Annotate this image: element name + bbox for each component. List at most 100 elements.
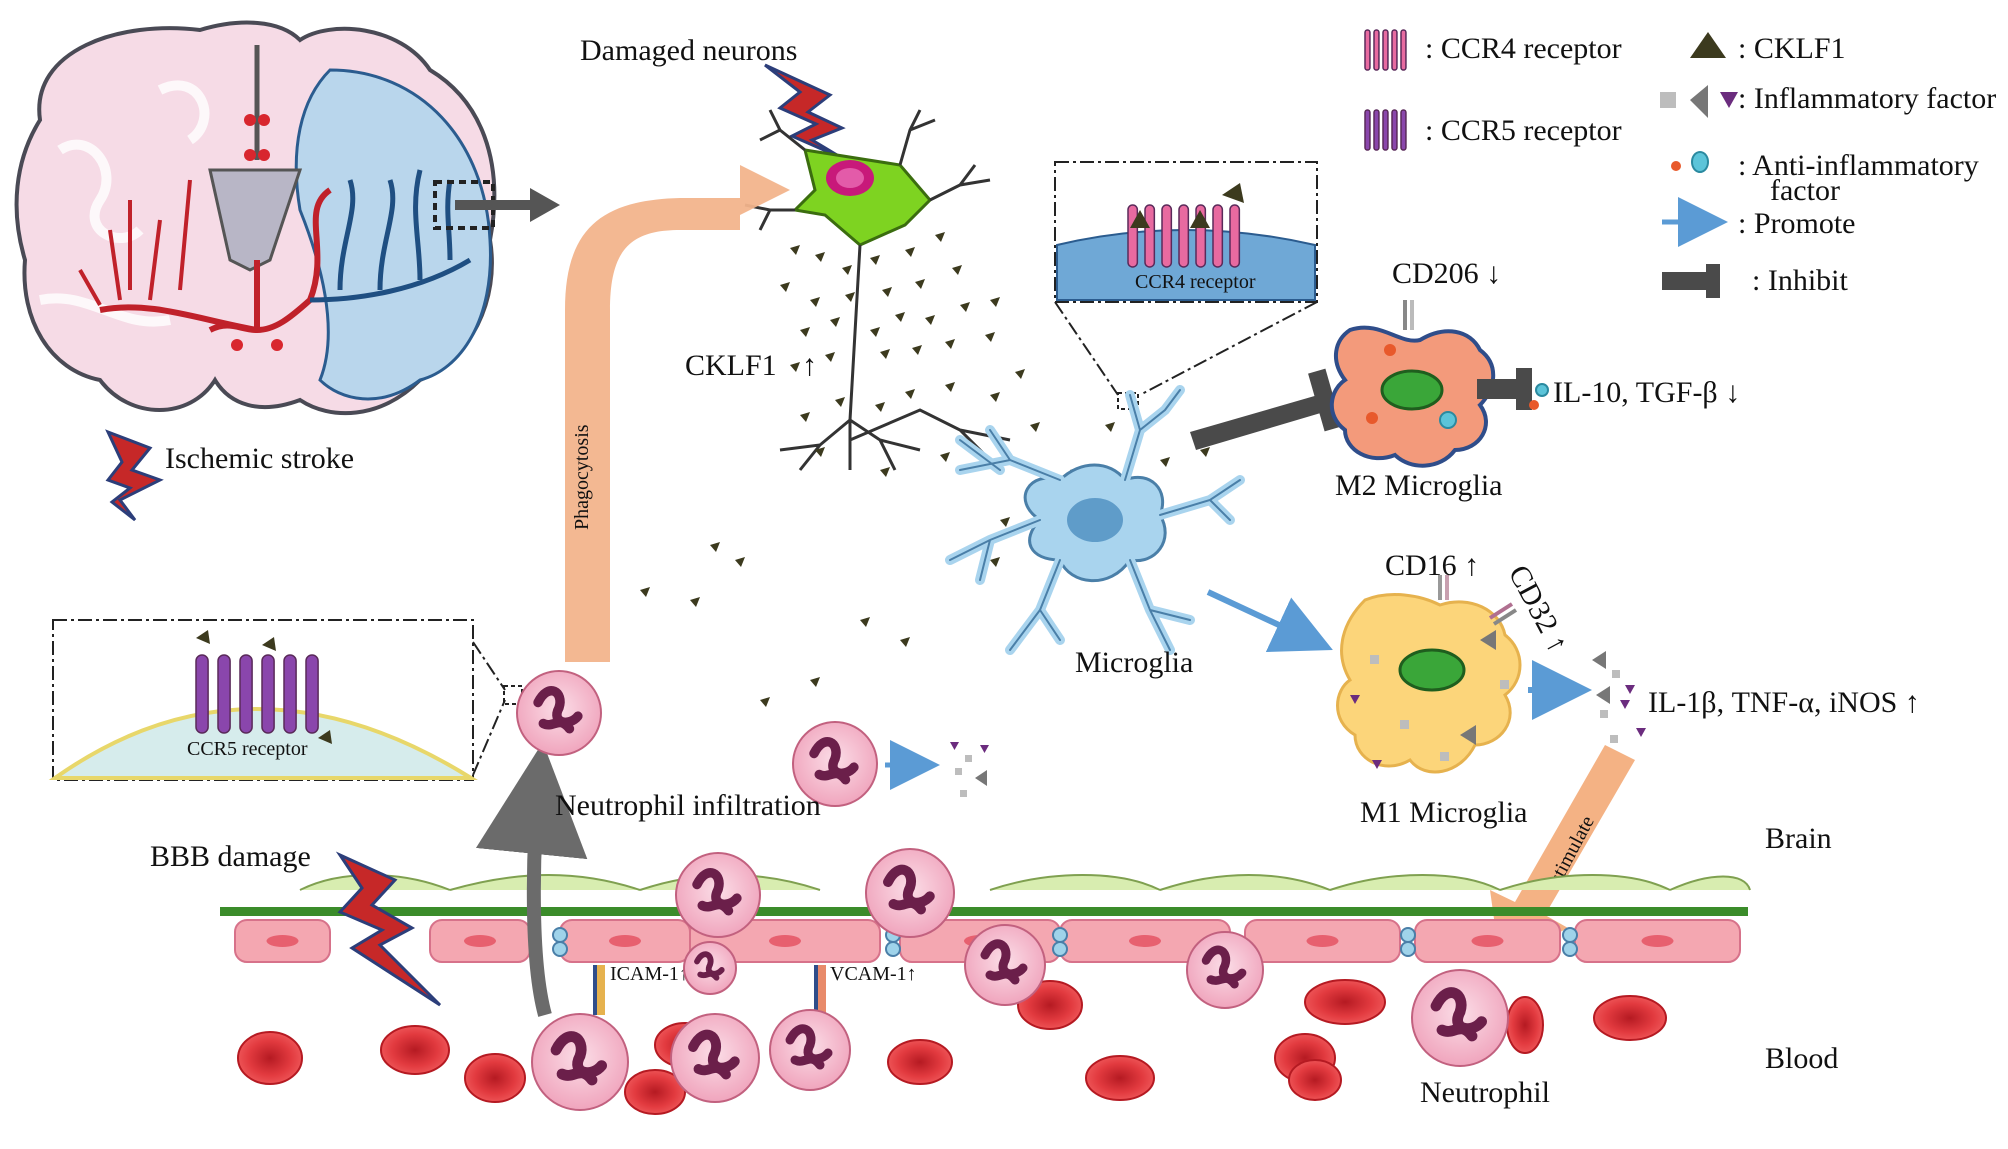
tight-junction	[885, 941, 901, 957]
cklf1-particle	[640, 587, 650, 597]
microglia-cell	[945, 385, 1245, 655]
released-factor	[955, 768, 962, 775]
m1-inflammatory-factors	[1350, 630, 1509, 769]
tight-junction	[1562, 927, 1578, 943]
legend-ccr4-helix	[1364, 29, 1371, 71]
cklf1-particle	[760, 697, 770, 707]
cklf1-particle	[830, 317, 840, 327]
cklf1-particle	[960, 302, 970, 312]
cklf1-label: CKLF1	[685, 349, 777, 382]
cklf1-particle	[810, 297, 820, 307]
endothelial-nucleus	[769, 935, 801, 947]
legend-inflammatory: : Inflammatory factor	[1738, 82, 1996, 115]
red-blood-cell	[1506, 996, 1544, 1054]
legend: : CCR4 receptor : CCR5 receptor : CKLF1 …	[1364, 29, 1996, 298]
cklf1-particle	[842, 265, 852, 275]
endothelial-nucleus	[266, 935, 299, 947]
legend-inflammatory-icon	[1660, 85, 1738, 118]
ccr4-helix	[1144, 204, 1156, 268]
cklf1-particle	[882, 287, 892, 297]
zoom-box	[433, 180, 495, 230]
neutrophil-nucleus	[533, 686, 583, 734]
cklf1-particle	[845, 292, 855, 302]
ccr4-bound-cklf1	[1130, 210, 1150, 228]
released-factor	[960, 790, 967, 797]
m2-microglia-label: M2 Microglia	[1335, 469, 1502, 502]
cklf1-particle	[800, 412, 810, 422]
cklf1-particle	[990, 557, 1000, 567]
ccr5-helix	[239, 654, 253, 734]
neutrophil-infiltration-label: Neutrophil infiltration	[555, 789, 821, 822]
red-blood-cell	[887, 1039, 953, 1085]
damaged-neurons-label: Damaged neurons	[580, 34, 797, 67]
red-blood-cell	[464, 1053, 526, 1103]
inhibit-il10	[1477, 368, 1549, 410]
ccr4-inset: CCR4 receptor	[1054, 161, 1318, 410]
tight-junction	[552, 941, 568, 957]
legend-ccr5-helix	[1391, 109, 1398, 151]
vcam1-molecule	[818, 965, 826, 1015]
cklf1-particle	[860, 617, 870, 627]
endothelial-nucleus	[1641, 935, 1674, 947]
arteries-red	[99, 187, 332, 334]
neutrophil-nucleus	[883, 864, 935, 915]
bbb-bolt	[335, 851, 442, 1007]
ischemic-bolt	[105, 429, 164, 522]
legend-cklf1-icon	[1690, 32, 1726, 58]
neutrophil-released-factors	[950, 742, 989, 797]
legend-ccr4-helix	[1400, 29, 1407, 71]
released-factor	[980, 745, 989, 753]
cklf1-particle	[900, 637, 910, 647]
cklf1-particle	[790, 362, 800, 372]
legend-ccr5: : CCR5 receptor	[1425, 114, 1622, 147]
m1-inflammatory-factor	[1460, 725, 1476, 745]
legend-inhibit-icon	[1662, 264, 1720, 298]
cklf1-particle	[870, 327, 880, 337]
icam1-molecule	[597, 965, 605, 1015]
cklf1-particle	[1200, 447, 1210, 457]
red-blood-cell	[1593, 995, 1667, 1041]
neutrophil-label: Neutrophil	[1420, 1076, 1550, 1109]
ischemic-region	[294, 68, 492, 401]
tight-junction	[1400, 941, 1416, 957]
cklf1-particle	[1030, 422, 1040, 432]
il1b-label: IL-1β, TNF-α, iNOS ↑	[1648, 686, 1920, 719]
bbb-damage-label: BBB damage	[150, 840, 311, 873]
red-blood-cell	[1085, 1055, 1155, 1101]
neutrophil-nucleus	[980, 939, 1028, 985]
cklf1-particle	[1000, 517, 1010, 527]
neutrophil-nucleus	[785, 1024, 833, 1070]
microglia-label: Microglia	[1075, 646, 1193, 679]
neutrophil-nucleus	[692, 868, 742, 916]
legend-ccr5-helix	[1382, 109, 1389, 151]
cytokine	[1636, 728, 1646, 737]
cklf1-particles	[640, 232, 1210, 707]
ccr4-helix	[1212, 204, 1224, 268]
ccr5-helix	[305, 654, 319, 734]
m1-inflammatory-factor	[1350, 695, 1360, 704]
cklf1-particle	[835, 397, 845, 407]
red-blood-cell	[237, 1031, 303, 1085]
promote-to-m1-arrow	[1206, 589, 1333, 652]
ccr5-helix	[283, 654, 297, 734]
legend-cklf1: : CKLF1	[1738, 32, 1846, 65]
tight-junction	[1400, 927, 1416, 943]
neutrophil-nucleus	[694, 951, 725, 981]
ischemic-stroke-label: Ischemic stroke	[165, 442, 354, 475]
tight-junction	[1052, 941, 1068, 957]
legend-ccr4: : CCR4 receptor	[1425, 32, 1622, 65]
cklf1-particle	[880, 467, 890, 477]
tight-junction	[1562, 941, 1578, 957]
cd206-label: CD206 ↓	[1392, 257, 1501, 290]
cklf1-particle	[952, 265, 962, 275]
vcam1-label: VCAM-1↑	[830, 963, 917, 985]
endothelial-nucleus	[1129, 935, 1161, 947]
cklf1-particle	[905, 247, 915, 257]
neutrophil-nucleus	[1201, 945, 1247, 989]
ccr4-bound-cklf1	[1222, 183, 1244, 203]
released-factor	[975, 770, 987, 786]
damaged-neuron	[744, 109, 1011, 472]
cklf1-particle	[735, 557, 745, 567]
red-blood-cell	[380, 1025, 450, 1075]
brain-section	[14, 20, 560, 416]
